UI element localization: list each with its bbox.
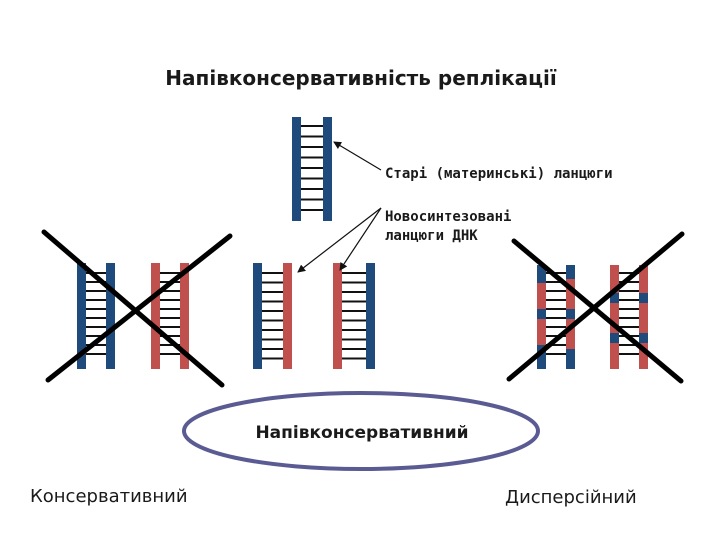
parent-dna-rungs: [297, 125, 327, 211]
new-strands-arrow-2: [339, 207, 382, 271]
dispersive-helix-2-left-segment: [610, 343, 619, 369]
semiconservative-helix-1-old-strand: [253, 263, 262, 369]
dispersive-helix-1-right-segment: [566, 309, 575, 319]
semiconservative-helix-2-rungs: [337, 272, 370, 360]
semiconservative-highlight-oval: [182, 391, 540, 471]
dispersive-helix-2-right-segment: [639, 293, 648, 303]
old-strands-arrow: [333, 141, 382, 171]
dispersive-helix-1-right-segment: [566, 349, 575, 369]
parent-right-strand: [323, 117, 332, 221]
dispersive-helix-2-left-segment: [610, 333, 619, 343]
dispersive-helix-2-left-segment: [610, 265, 619, 293]
dispersive-helix-1-right-segment: [566, 319, 575, 349]
semiconservative-helix-1-new-strand: [283, 263, 292, 369]
new-strands-label-line-2: ланцюги ДНК: [385, 228, 478, 244]
conservative-helix-2-left-strand: [151, 263, 160, 369]
dispersive-cross-line-1: [511, 238, 684, 384]
conservative-cross-line-2: [45, 233, 233, 383]
conservative-cross-line-1: [41, 229, 225, 388]
dispersive-helix-2-left-segment: [610, 303, 619, 333]
conservative-helix-1-right-strand: [106, 263, 115, 369]
dispersive-helix-1-left-segment: [537, 319, 546, 345]
dispersive-helix-2-left-segment: [610, 293, 619, 303]
new-strands-label-line-1: Новосинтезовані: [385, 209, 511, 225]
old-strands-label: Старі (материнські) ланцюги: [385, 166, 613, 182]
parent-dna: [292, 117, 332, 221]
semiconservative-model: [253, 263, 375, 369]
semiconservative-label: Напівконсервативний: [255, 423, 468, 443]
new-strands-arrow-1: [297, 207, 382, 273]
semiconservative-helix-2-old-strand: [366, 263, 375, 369]
dispersive-helix-2-right-segment: [639, 303, 648, 333]
conservative-model: [41, 229, 233, 388]
conservative-helix-1-left-strand: [77, 263, 86, 369]
dispersive-helix-2-right-segment: [639, 265, 648, 293]
page-title: Напівконсервативність реплікації: [165, 66, 557, 90]
dispersive-helix-1-left-segment: [537, 283, 546, 309]
dispersive-helix-1-left-segment: [537, 345, 546, 369]
dispersive-label: Дисперсійний: [505, 487, 637, 508]
dispersive-helix-2-right-segment: [639, 343, 648, 369]
dispersive-cross-line-2: [506, 231, 685, 382]
conservative-label: Консервативний: [30, 486, 188, 507]
dispersive-helix-1-right-segment: [566, 279, 575, 309]
dispersive-helix-2-strands: [610, 265, 648, 369]
dispersive-helix-1-left-segment: [537, 265, 546, 283]
dispersive-helix-2-right-segment: [639, 333, 648, 343]
semiconservative-helix-2-new-strand: [333, 263, 342, 369]
dispersive-helix-1-left-segment: [537, 309, 546, 319]
dispersive-helix-1-strands: [537, 265, 575, 369]
dispersive-model: [506, 231, 685, 384]
conservative-helix-2-right-strand: [180, 263, 189, 369]
parent-left-strand: [292, 117, 301, 221]
dispersive-helix-1-right-segment: [566, 265, 575, 279]
